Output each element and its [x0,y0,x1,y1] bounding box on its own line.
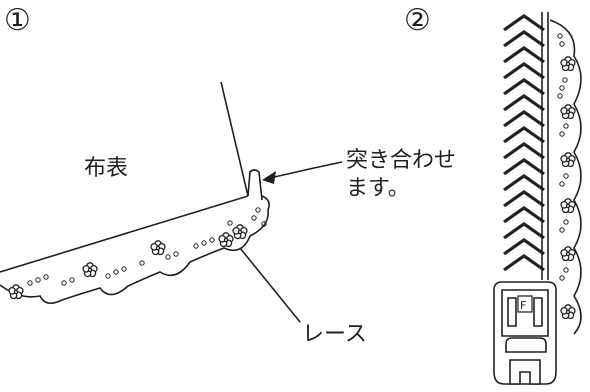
lace-leader-line [239,247,301,323]
figure-1 [0,81,343,323]
lace-flowers-right [560,55,576,320]
lace-dots-right [557,33,569,281]
lace-label: レース [302,322,367,347]
fabric-right-edge [220,81,249,197]
zigzag-stitches [503,14,545,272]
lace-flowers [8,224,248,300]
fabric-label: 布表 [84,156,129,181]
figure-2 [493,12,582,385]
callout-arrow [269,161,343,179]
fabric-bottom-edge [0,195,249,273]
callout-line-1: 突き合わせ [346,148,457,173]
lace-scallop-edge [0,195,270,304]
fabric-fold [247,169,263,201]
step-1-marker: ① [4,3,31,38]
callout-line-2: ます。 [346,176,410,201]
lace-dots [27,207,267,286]
presser-foot-letter: F [520,299,527,312]
step-2-marker: ② [404,3,431,38]
presser-foot-f [493,281,557,385]
lace-scallop-right [549,19,582,335]
